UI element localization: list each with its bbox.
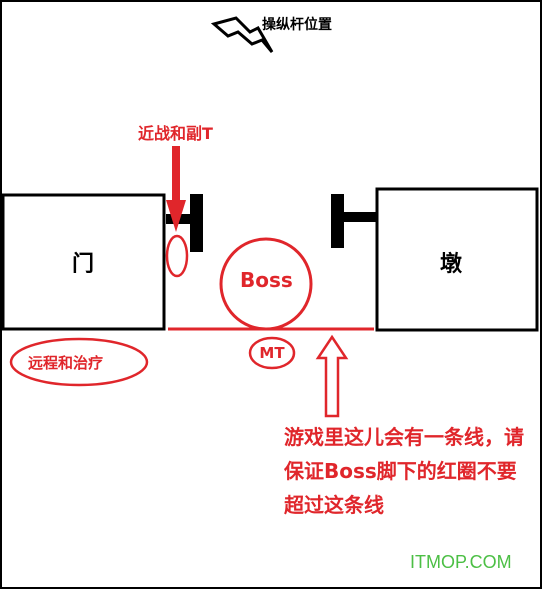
gate-box [1,193,166,331]
boss-label: Boss [240,268,293,292]
mt-ellipse [248,336,296,370]
ranged-heal-label: 远程和治疗 [28,354,104,372]
joystick-label: 操纵杆位置 [262,17,332,33]
right-bracket [331,194,377,248]
watermark: ITMOP.COM [410,552,512,572]
line-pointer-arrow [315,334,349,418]
pillar-label: 墩 [440,252,463,277]
boss-circle [219,237,313,331]
melee-position-ellipse [165,234,189,278]
melee-arrow [166,146,186,232]
melee-offtank-label: 近战和副T [138,124,213,143]
lightning-bolt-icon [210,16,274,53]
pillar-box [375,187,539,332]
mt-label: MT [259,344,285,362]
ranged-heal-ellipse [9,337,149,387]
gate-label: 门 [72,252,95,277]
line-note: 游戏里这儿会有一条线，请保证Boss脚下的红圈不要超过这条线 [284,425,524,517]
